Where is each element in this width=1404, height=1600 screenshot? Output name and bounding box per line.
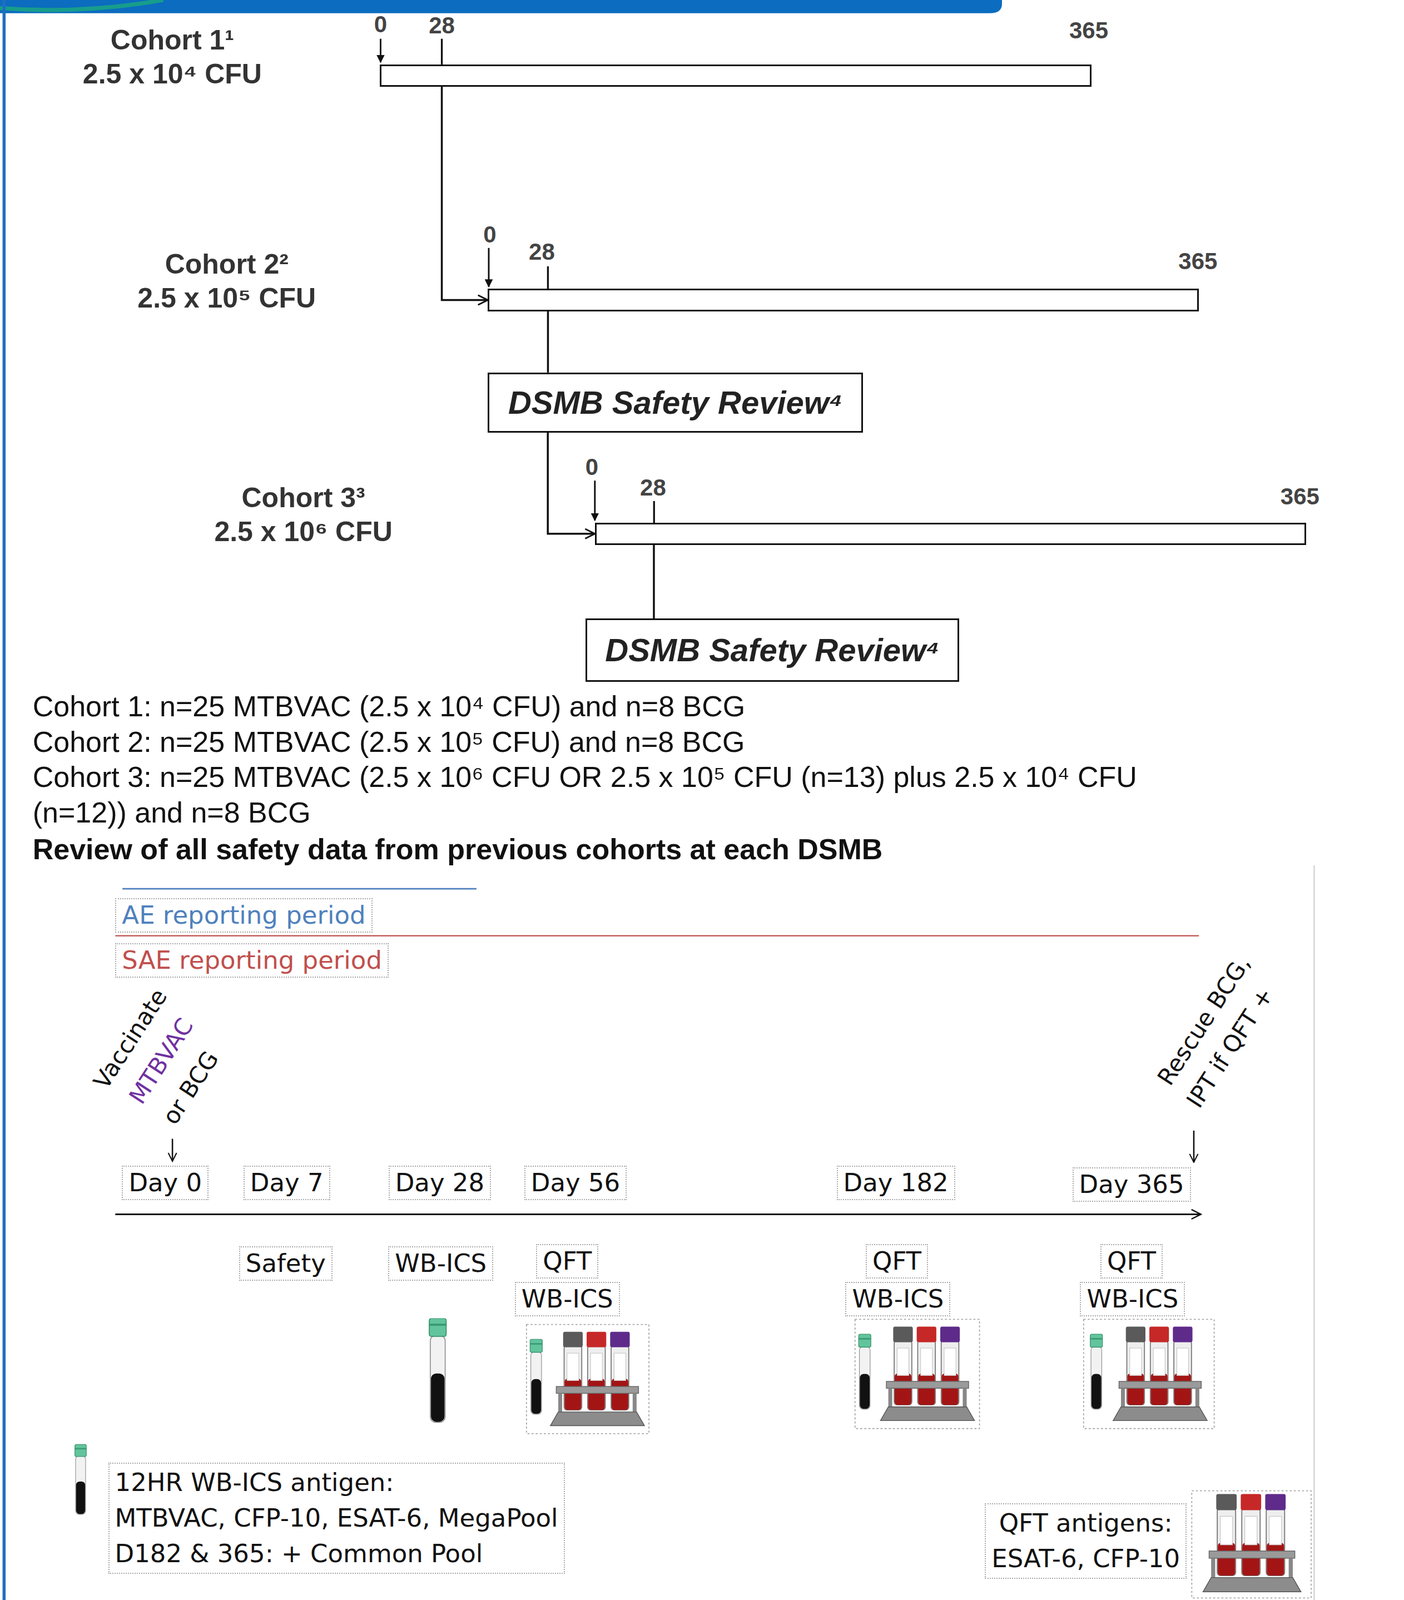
cohort-text: 2.5 x 10⁶ CFU <box>214 514 393 549</box>
header-banner <box>0 0 1002 14</box>
qft-tube-rack <box>880 1326 975 1421</box>
tube-frame <box>1191 1490 1312 1599</box>
qft-tube-rack <box>550 1331 645 1426</box>
day0-arrow <box>593 480 596 521</box>
box-text: WB-ICS <box>1086 1283 1179 1314</box>
tick-number: 0 <box>374 10 388 39</box>
tick-number: 0 <box>483 220 496 249</box>
box-text: QFT antigens: <box>991 1505 1180 1541</box>
panel-border <box>2 0 7 1600</box>
cohort-text: Cohort 3³ <box>214 480 393 515</box>
qft-tube-rack <box>1113 1326 1208 1421</box>
tube-frame <box>526 1324 649 1434</box>
blood-tube <box>858 1333 871 1410</box>
box-text: Day 28 <box>395 1167 485 1198</box>
box-text: Day 365 <box>1079 1169 1185 1200</box>
cohort-description: Cohort 2: n=25 MTBVAC (2.5 x 10⁵ CFU) an… <box>32 723 746 760</box>
tube-frame <box>855 1318 980 1428</box>
tick-number: 365 <box>1178 247 1218 276</box>
box-text: QFT <box>1107 1246 1157 1277</box>
assay-box: WB-ICS <box>1079 1281 1185 1317</box>
timeline-axis <box>115 1213 1201 1215</box>
period-label: AE reporting period <box>115 898 372 933</box>
cohort-label: Cohort 2²2.5 x 10⁵ CFU <box>137 247 316 316</box>
connector-line <box>547 311 550 373</box>
box-text: QFT <box>542 1246 592 1277</box>
assay-box: WB-ICS <box>845 1281 951 1317</box>
review-note: Review of all safety data from previous … <box>32 831 883 867</box>
box-text: Day 56 <box>531 1167 620 1198</box>
review-box: DSMB Safety Review⁴ <box>585 618 960 682</box>
cohort-description: Cohort 3: n=25 MTBVAC (2.5 x 10⁶ CFU OR … <box>32 758 1217 831</box>
box-text: Day 0 <box>128 1167 202 1198</box>
cohort-description: Cohort 1: n=25 MTBVAC (2.5 x 10⁴ CFU) an… <box>32 688 746 724</box>
assay-box: WB-ICS <box>514 1281 620 1317</box>
review-box: DSMB Safety Review⁴ <box>487 372 863 433</box>
tick-number: 28 <box>640 473 667 502</box>
cohort-label: Cohort 3³2.5 x 10⁶ CFU <box>214 480 393 549</box>
cohort-text: Cohort 2² <box>137 247 316 282</box>
box-text: WB-ICS <box>851 1283 944 1314</box>
day-box: Day 182 <box>836 1165 956 1200</box>
review-text: DSMB Safety Review⁴ <box>508 384 843 422</box>
period-label: SAE reporting period <box>115 943 389 978</box>
tick-number: 28 <box>428 11 455 40</box>
tick-number: 365 <box>1280 482 1320 511</box>
cohort-text: Cohort 1¹ <box>82 23 262 58</box>
antigen-legend: 12HR WB-ICS antigen:MTBVAC, CFP-10, ESAT… <box>108 1462 565 1574</box>
assay-box: QFT <box>536 1243 599 1279</box>
ae-period-line <box>122 887 477 890</box>
tick-number: 365 <box>1069 16 1109 45</box>
blood-tube <box>429 1318 447 1423</box>
antigen-legend: QFT antigens:ESAT-6, CFP-10 <box>984 1502 1187 1579</box>
sae-period-line <box>115 934 1199 936</box>
blood-tube <box>1090 1333 1103 1410</box>
day-box: Day 0 <box>121 1165 209 1200</box>
day-box: Day 28 <box>388 1165 491 1200</box>
box-text: 12HR WB-ICS antigen: <box>115 1464 559 1501</box>
divider-line <box>1313 865 1315 1600</box>
rescue-arrow <box>1193 1130 1195 1163</box>
box-text: WB-ICS <box>521 1283 614 1314</box>
assay-box: WB-ICS <box>388 1246 494 1281</box>
cohort-text: 2.5 x 10⁵ CFU <box>137 281 316 316</box>
connector-line <box>652 544 656 619</box>
box-text: AE reporting period <box>121 900 366 931</box>
box-text: QFT <box>872 1246 922 1277</box>
day-box: Day 365 <box>1072 1167 1192 1202</box>
review-text: DSMB Safety Review⁴ <box>604 631 940 669</box>
box-text: MTBVAC, CFP-10, ESAT-6, MegaPool <box>115 1500 559 1536</box>
cohort-text: 2.5 x 10⁴ CFU <box>82 57 262 92</box>
day0-arrow <box>379 38 382 63</box>
box-text: WB-ICS <box>394 1248 487 1279</box>
tube-frame <box>1083 1318 1215 1428</box>
tick-number: 0 <box>585 453 599 481</box>
connector-line <box>442 86 489 301</box>
tick-number: 28 <box>528 237 555 266</box>
box-text: Day 182 <box>843 1167 949 1198</box>
day0-arrow <box>488 247 490 287</box>
cohort-timeline-bar: Cohort 1¹2.5 x 10⁴ CFU <box>379 64 1093 87</box>
blood-tube <box>75 1444 87 1515</box>
qft-tube-rack <box>1202 1493 1301 1592</box>
cohort-timeline-bar: Cohort 2²2.5 x 10⁵ CFU <box>487 288 1199 311</box>
box-text: Safety <box>245 1248 326 1279</box>
box-text: D182 & 365: + Common Pool <box>115 1535 559 1572</box>
blood-tube <box>529 1338 543 1415</box>
box-text: ESAT-6, CFP-10 <box>991 1540 1180 1577</box>
box-text: Day 7 <box>250 1167 324 1198</box>
assay-box: QFT <box>1100 1243 1163 1279</box>
cohort-label: Cohort 1¹2.5 x 10⁴ CFU <box>82 23 262 92</box>
vaccinate-arrow <box>171 1138 174 1162</box>
day-box: Day 7 <box>243 1165 331 1200</box>
header-arc <box>0 0 164 11</box>
box-text: SAE reporting period <box>121 945 382 976</box>
assay-box: QFT <box>865 1243 929 1279</box>
assay-box: Safety <box>239 1246 333 1281</box>
connector-line <box>547 432 595 534</box>
day-box: Day 56 <box>524 1165 627 1200</box>
cohort-timeline-bar: Cohort 3³2.5 x 10⁶ CFU <box>594 522 1307 545</box>
